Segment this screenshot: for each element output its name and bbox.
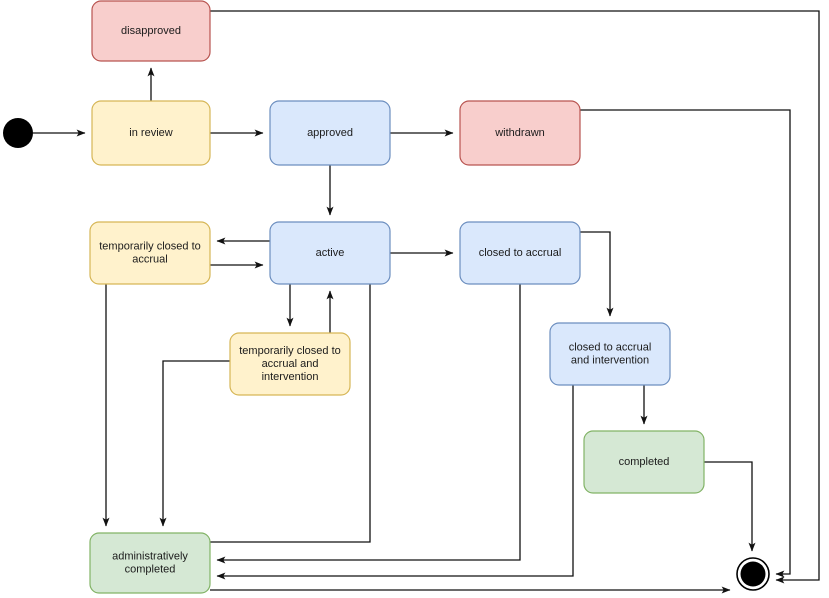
state-node-disapproved[interactable]: disapproved xyxy=(91,0,211,62)
final-state-core-icon xyxy=(740,561,766,587)
state-node-completed[interactable]: completed xyxy=(583,430,705,494)
state-node-end[interactable] xyxy=(736,557,770,591)
state-box-completed[interactable] xyxy=(583,430,705,494)
state-node-approved[interactable]: approved xyxy=(269,100,391,166)
edge-active-to-admin-completed xyxy=(210,284,371,543)
edge-completed-to-end xyxy=(704,461,756,552)
edge-disapproved-to-end xyxy=(210,10,820,584)
state-box-closed-to-accrual-and-intervention[interactable] xyxy=(549,322,671,386)
state-box-administratively-completed[interactable] xyxy=(89,532,211,594)
final-state-ring-icon xyxy=(736,557,770,591)
state-box-disapproved[interactable] xyxy=(91,0,211,62)
state-node-withdrawn[interactable]: withdrawn xyxy=(459,100,581,166)
state-box-withdrawn[interactable] xyxy=(459,100,581,166)
state-node-start[interactable] xyxy=(3,118,33,148)
state-node-active[interactable]: active xyxy=(269,221,391,285)
state-box-closed-to-accrual[interactable] xyxy=(459,221,581,285)
state-box-temporarily-closed-to-accrual-and-intervention[interactable] xyxy=(229,332,351,396)
state-node-in-review[interactable]: in review xyxy=(91,100,211,166)
edge-ccai-to-admin-completed xyxy=(216,385,574,580)
edge-closed-to-accrual-to-ccai xyxy=(580,231,614,317)
edge-closed-to-accrual-to-admin-completed xyxy=(216,284,521,564)
state-box-temporarily-closed-to-accrual[interactable] xyxy=(89,221,211,285)
edge-tcai-to-admin-completed xyxy=(159,360,230,527)
nodes-layer: disapproved in review approved withdrawn tem… xyxy=(3,0,770,594)
state-box-in-review[interactable] xyxy=(91,100,211,166)
edge-withdrawn-to-end xyxy=(580,109,791,578)
state-box-active[interactable] xyxy=(269,221,391,285)
state-box-approved[interactable] xyxy=(269,100,391,166)
initial-state-icon xyxy=(3,118,33,148)
state-node-closed-to-accrual[interactable]: closed to accrual xyxy=(459,221,581,285)
edges-layer xyxy=(33,10,820,594)
